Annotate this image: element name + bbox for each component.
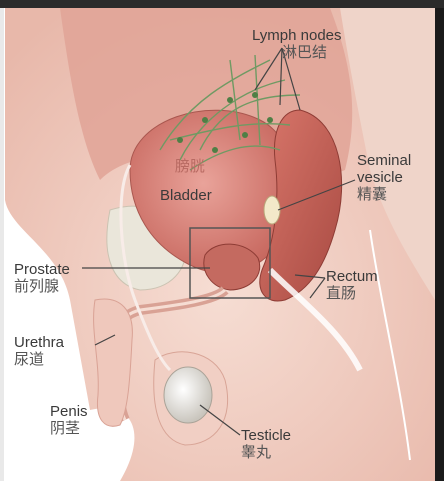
label-seminal-en1: Seminal	[357, 152, 411, 169]
label-lymph-nodes: Lymph nodes 淋巴结	[252, 27, 342, 61]
label-bladder: 膀胱 Bladder	[160, 158, 212, 204]
label-testicle-cn: 睾丸	[241, 444, 291, 461]
label-lymph-nodes-en: Lymph nodes	[252, 27, 342, 44]
label-seminal-en2: vesicle	[357, 169, 411, 186]
label-urethra-cn: 尿道	[14, 351, 64, 368]
label-rectum-cn: 直肠	[326, 285, 378, 302]
label-penis: Penis 阴茎	[50, 403, 88, 437]
label-prostate: Prostate 前列腺	[14, 261, 70, 295]
label-urethra-en: Urethra	[14, 334, 64, 351]
testicle-shape	[164, 367, 212, 423]
label-bladder-en: Bladder	[160, 187, 212, 204]
label-seminal-cn: 精囊	[357, 186, 411, 203]
label-lymph-nodes-cn: 淋巴结	[282, 44, 342, 61]
label-bladder-cn: 膀胱	[168, 158, 212, 175]
label-penis-cn: 阴茎	[50, 420, 88, 437]
seminal-vesicle-shape	[264, 196, 280, 224]
label-prostate-cn: 前列腺	[14, 278, 70, 295]
label-rectum-en: Rectum	[326, 268, 378, 285]
label-prostate-en: Prostate	[14, 261, 70, 278]
label-seminal-vesicle: Seminal vesicle 精囊	[357, 152, 411, 203]
label-testicle: Testicle 睾丸	[241, 427, 291, 461]
label-testicle-en: Testicle	[241, 427, 291, 444]
label-penis-en: Penis	[50, 403, 88, 420]
label-rectum: Rectum 直肠	[326, 268, 378, 302]
label-urethra: Urethra 尿道	[14, 334, 64, 368]
